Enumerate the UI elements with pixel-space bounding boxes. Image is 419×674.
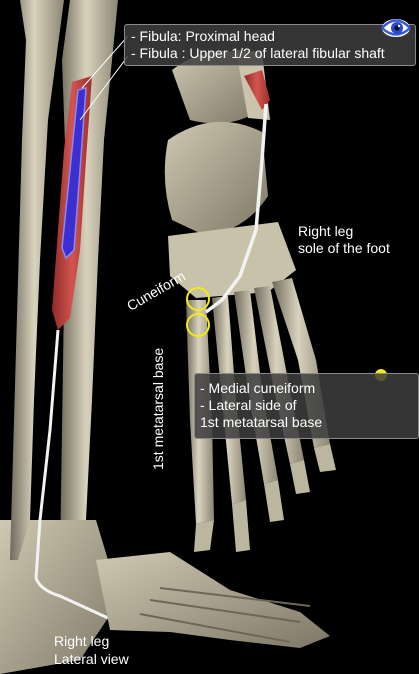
tendon-lateral [34, 329, 109, 620]
leader-line-head [81, 35, 129, 89]
cuneiform-insertion-marker [186, 287, 210, 311]
tendon-sole [204, 103, 268, 314]
insertion-line-3: 1st metatarsal base [200, 414, 323, 430]
insertion-callout: - Medial cuneiform - Lateral side of 1st… [194, 373, 419, 439]
origin-line-2: - Fibula : Upper 1/2 of lateral fibular … [131, 45, 385, 61]
metatarsal-label: 1st metatarsal base [150, 347, 166, 470]
origin-callout: - Fibula: Proximal head - Fibula : Upper… [124, 24, 416, 66]
sole-view-label-2: sole of the foot [298, 240, 390, 256]
sole-view-label-1: Right leg [298, 223, 354, 239]
eye-icon[interactable] [380, 11, 412, 43]
peroneus-longus-muscle-sole [244, 70, 270, 110]
insertion-line-1: - Medial cuneiform [200, 380, 316, 396]
lateral-view-label-2: Lateral view [54, 651, 129, 667]
peroneus-longus-muscle [52, 76, 92, 330]
insertion-line-2: - Lateral side of [200, 397, 297, 413]
leader-line-shaft [79, 55, 129, 121]
metatarsal-insertion-marker [186, 313, 210, 337]
fibula-bone [10, 0, 64, 560]
foot-bones-sole [164, 50, 336, 552]
foot-bones-lateral [96, 552, 330, 648]
lateral-view-label-1: Right leg [54, 633, 110, 649]
origin-line-1: - Fibula: Proximal head [131, 28, 275, 44]
